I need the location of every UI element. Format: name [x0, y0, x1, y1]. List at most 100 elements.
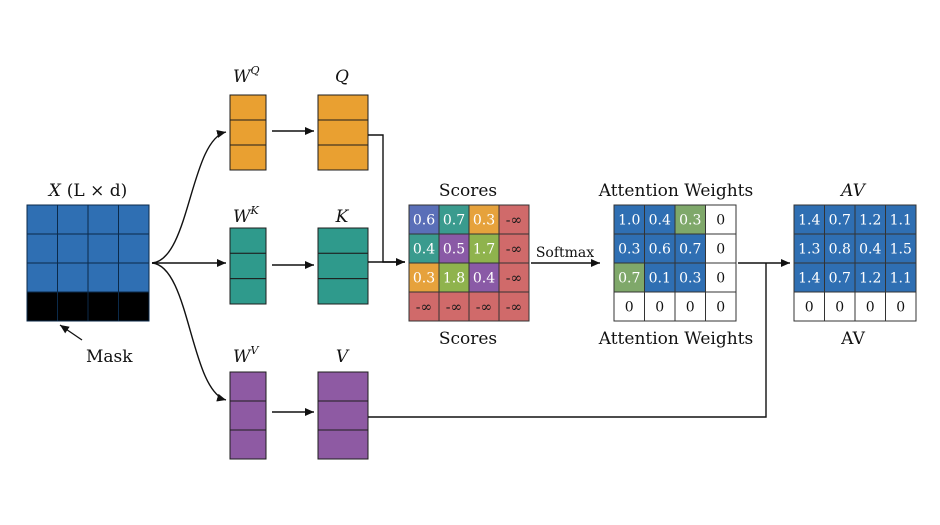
av-cell	[824, 233, 856, 264]
av-value: 1.1	[890, 271, 912, 287]
k-cell	[317, 252, 369, 280]
input-matrix	[26, 204, 150, 322]
attention-weight-cell	[674, 233, 706, 264]
wv-cell	[229, 400, 267, 431]
av-value: 1.5	[890, 242, 912, 258]
av-value: 0.7	[829, 213, 851, 229]
attention-weights-title: Attention Weights	[598, 181, 753, 201]
scores-cell	[468, 262, 500, 293]
av-cell	[824, 291, 856, 322]
v-cell	[317, 371, 369, 402]
av-value: 1.4	[798, 213, 820, 229]
input-cell	[87, 262, 119, 293]
scores-cell	[498, 204, 530, 235]
input-cell	[57, 262, 89, 293]
av-title: AV	[839, 181, 866, 201]
scores-value: 0.4	[473, 271, 495, 287]
scores-value: 0.5	[443, 242, 465, 258]
arrow-x-to-wq	[151, 130, 227, 264]
input-cell	[87, 204, 119, 235]
scores-cell	[468, 291, 500, 322]
scores-value: -∞	[506, 271, 522, 287]
scores-cell	[498, 233, 530, 264]
scores-cell	[408, 262, 440, 293]
scores-value: 0.3	[413, 271, 435, 287]
q-cell	[317, 119, 369, 146]
input-cell	[118, 262, 150, 293]
attention-weight-value: 0	[716, 300, 725, 316]
scores-title: Scores	[439, 181, 497, 201]
av-value: 0	[805, 300, 814, 316]
input-label: X(L × d)	[47, 181, 128, 201]
scores-value: 0.3	[473, 213, 495, 229]
av-cell	[885, 233, 917, 264]
arrow-q-to-scores	[368, 134, 405, 266]
input-cell	[87, 233, 119, 264]
av-cell	[885, 262, 917, 293]
scores-value: 1.7	[473, 242, 495, 258]
av-cell	[854, 291, 886, 322]
arrow-x-to-wv	[151, 262, 227, 402]
attention-weight-value: 0	[716, 271, 725, 287]
wq-label: WQ	[233, 64, 260, 87]
av-cell	[854, 204, 886, 235]
wq-cell	[229, 119, 267, 146]
attention-weight-cell	[613, 291, 645, 322]
scores-value: 0.7	[443, 213, 465, 229]
av-value: 0.8	[829, 242, 851, 258]
wq-matrix	[229, 94, 267, 171]
attention-weight-value: 1.0	[618, 213, 640, 229]
attention-weight-value: 0	[625, 300, 634, 316]
av-value: 0	[866, 300, 875, 316]
wv-label: WV	[233, 344, 259, 367]
scores-cell	[408, 291, 440, 322]
input-cell	[57, 233, 89, 264]
q-cell	[317, 94, 369, 121]
av-value: 0.7	[829, 271, 851, 287]
wk-matrix	[229, 227, 267, 305]
scores-value: -∞	[506, 300, 522, 316]
v-cell	[317, 400, 369, 431]
wq-cell	[229, 144, 267, 171]
softmax-label: Softmax	[536, 245, 594, 261]
av-value: 0	[896, 300, 905, 316]
scores-cell	[468, 204, 500, 235]
input-cell	[118, 204, 150, 235]
attention-weight-value: 0	[655, 300, 664, 316]
attention-weight-value: 0	[716, 242, 725, 258]
wv-matrix	[229, 371, 267, 460]
attention-weight-cell	[705, 291, 737, 322]
input-cell	[118, 233, 150, 264]
mask-cell	[26, 291, 58, 322]
v-matrix	[317, 371, 369, 460]
v-label: V	[336, 347, 350, 367]
q-cell	[317, 144, 369, 171]
k-label: K	[335, 207, 350, 227]
scores-value: 0.4	[413, 242, 435, 258]
q-label: Q	[335, 67, 349, 87]
mask-label: Mask	[86, 347, 133, 367]
attention-weights-caption: Attention Weights	[598, 329, 753, 349]
attention-weight-value: 0	[686, 300, 695, 316]
v-cell	[317, 429, 369, 460]
wk-label: WK	[233, 204, 259, 227]
attention-weight-value: 0.7	[618, 271, 640, 287]
attention-weight-cell	[674, 262, 706, 293]
scores-cell	[498, 291, 530, 322]
input-cell	[26, 262, 58, 293]
av-value: 0.4	[859, 242, 881, 258]
input-cell	[57, 204, 89, 235]
scores-value: -∞	[446, 300, 462, 316]
k-matrix	[317, 227, 369, 305]
av-cell	[854, 233, 886, 264]
mask-cell	[118, 291, 150, 322]
scores-value: -∞	[506, 242, 522, 258]
wk-cell	[229, 278, 267, 305]
attention-weight-value: 0.3	[679, 271, 701, 287]
scores-cell	[468, 233, 500, 264]
av-cell	[854, 262, 886, 293]
